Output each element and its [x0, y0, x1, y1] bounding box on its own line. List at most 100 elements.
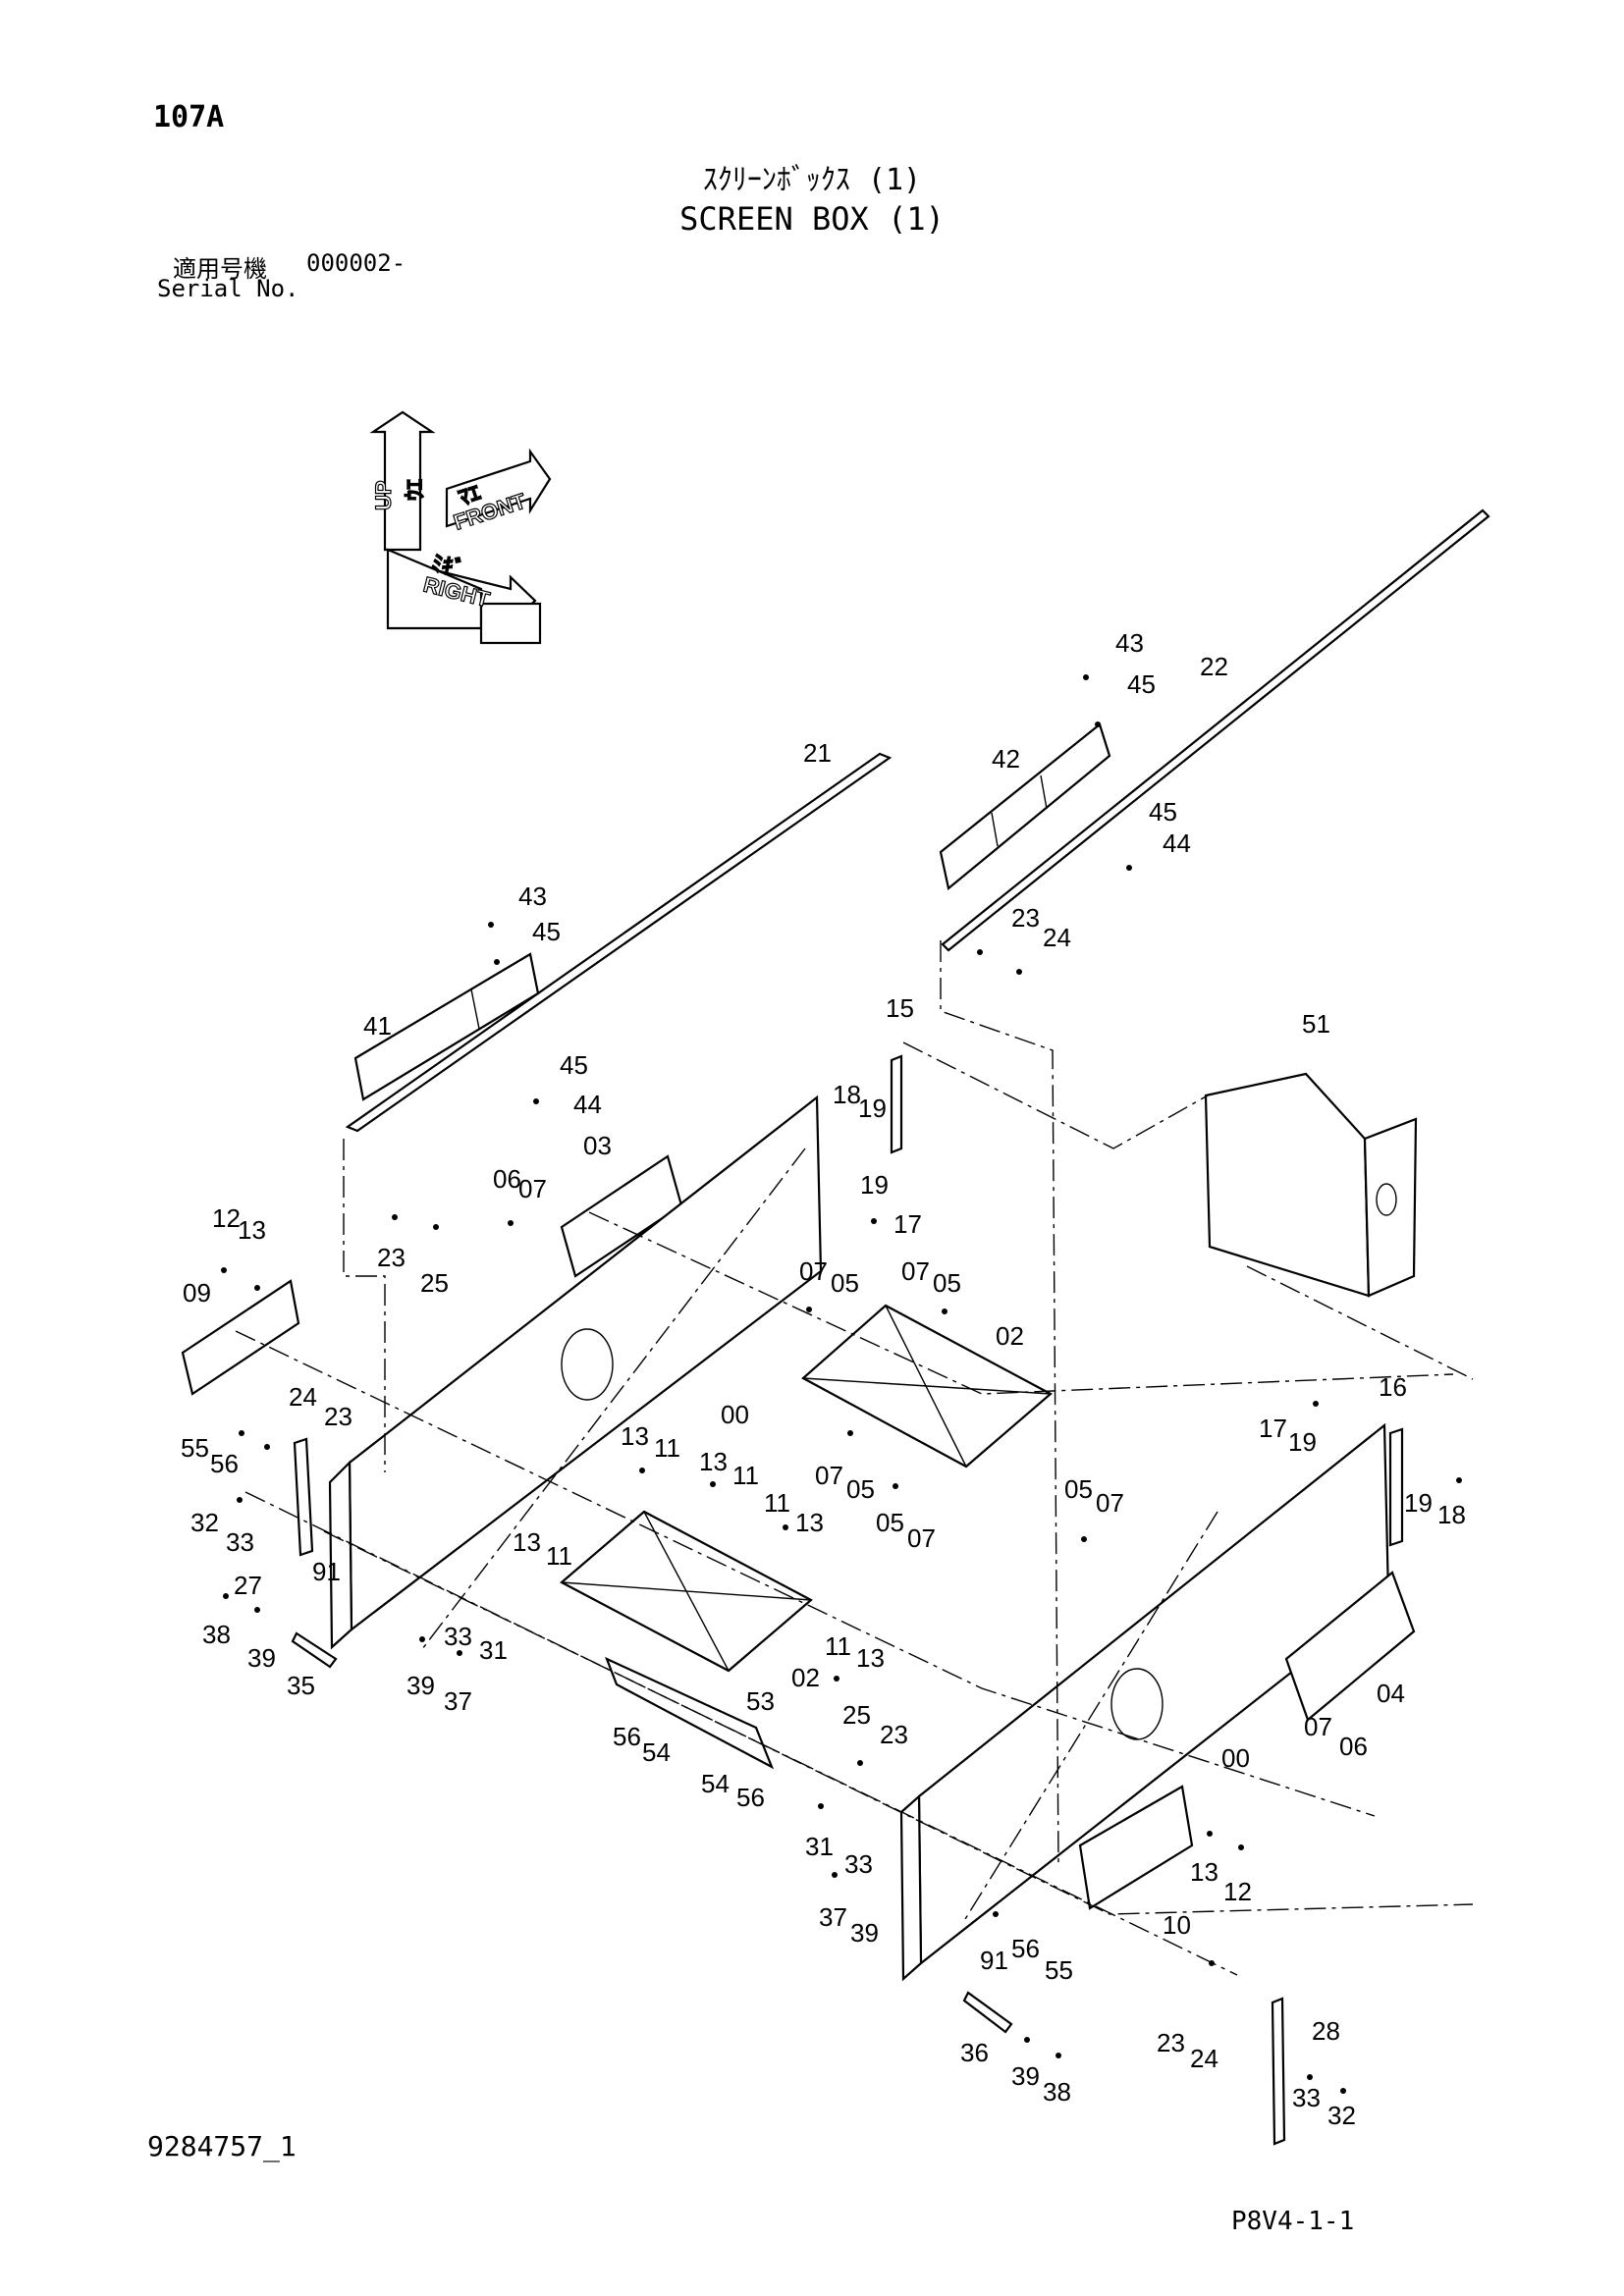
- callout: 13: [621, 1421, 649, 1451]
- callout: 54: [642, 1737, 671, 1767]
- callout: 05: [933, 1268, 961, 1298]
- callout: 05: [846, 1474, 875, 1504]
- callout: 07: [907, 1523, 936, 1553]
- callout: 11: [732, 1461, 759, 1490]
- box-51: [1204, 1072, 1418, 1298]
- callout: 02: [996, 1321, 1024, 1351]
- callout: 25: [420, 1268, 449, 1298]
- callout: 19: [1404, 1488, 1433, 1518]
- bracket-10: [1078, 1785, 1194, 1910]
- callout: 19: [860, 1170, 889, 1200]
- sheet-code: P8V4-1-1: [1231, 2207, 1355, 2236]
- callout: 11: [546, 1541, 572, 1571]
- callout: 23: [880, 1720, 908, 1749]
- callout: 19: [858, 1094, 887, 1123]
- callout: 17: [1259, 1414, 1287, 1443]
- callout: 43: [518, 881, 547, 911]
- callout: 11: [825, 1631, 851, 1661]
- callout: 45: [560, 1050, 588, 1080]
- callout: 33: [1292, 2083, 1321, 2112]
- callout: 37: [819, 1902, 847, 1932]
- callout: 09: [183, 1278, 211, 1308]
- callout: 55: [181, 1433, 209, 1463]
- callout: 06: [1339, 1732, 1368, 1761]
- callout: 05: [1064, 1474, 1093, 1504]
- callout: 45: [532, 917, 561, 946]
- callout: 24: [289, 1382, 317, 1412]
- callout: 33: [226, 1527, 254, 1557]
- callout: 18: [1437, 1500, 1466, 1529]
- small-bracket-35: [291, 1631, 338, 1669]
- callout: 27: [234, 1571, 262, 1600]
- upright-27: [293, 1437, 314, 1557]
- callout: 12: [212, 1203, 241, 1233]
- callout: 55: [1045, 1955, 1073, 1985]
- callout: 13: [699, 1447, 728, 1476]
- callout: 15: [886, 993, 914, 1023]
- callout: 13: [795, 1508, 824, 1537]
- callout: 36: [960, 2038, 989, 2067]
- callout: 54: [701, 1769, 730, 1798]
- callout: 21: [803, 738, 832, 768]
- up-jp-label: ｳｴ: [403, 479, 427, 501]
- upright-15: [890, 1054, 903, 1154]
- callout: 45: [1127, 669, 1156, 699]
- callout: 42: [992, 744, 1020, 774]
- callout: 11: [654, 1433, 680, 1463]
- callout: 33: [444, 1622, 472, 1651]
- up-label: UP: [371, 480, 396, 510]
- callout: 13: [856, 1643, 885, 1673]
- callout: 13: [1190, 1857, 1218, 1887]
- assembly-lines: [235, 940, 1474, 1976]
- callout: 24: [1190, 2044, 1218, 2073]
- callout: 39: [406, 1671, 435, 1700]
- callout: 13: [513, 1527, 541, 1557]
- callout: 37: [444, 1686, 472, 1716]
- drawing-number: 9284757_1: [147, 2130, 297, 2163]
- callout: 10: [1163, 1910, 1191, 1940]
- page-code: 107A: [153, 100, 225, 134]
- orientation-indicator: UP ｳｴ FRONT ﾏｴ RIGHT ﾐｷﾞ: [369, 410, 552, 645]
- upright-16: [1388, 1427, 1404, 1547]
- callout: 56: [613, 1722, 641, 1751]
- callout: 03: [583, 1131, 612, 1160]
- callout: 31: [805, 1832, 834, 1861]
- callout: 38: [1043, 2077, 1071, 2107]
- callout: 17: [893, 1209, 922, 1239]
- callout: 25: [842, 1700, 871, 1730]
- callout: 05: [831, 1268, 859, 1298]
- callout: 22: [1200, 652, 1228, 681]
- callout: 91: [312, 1557, 341, 1586]
- callout: 11: [764, 1488, 790, 1518]
- callout: 02: [791, 1663, 820, 1692]
- callout: 00: [1221, 1743, 1250, 1773]
- rail-21: [345, 752, 893, 1133]
- callout: 45: [1149, 797, 1177, 827]
- cross-member-02-lower: [560, 1510, 813, 1673]
- callout: 39: [247, 1643, 276, 1673]
- small-bracket-36: [962, 1991, 1013, 2034]
- callout: 12: [1223, 1877, 1252, 1906]
- callout: 39: [850, 1918, 879, 1948]
- callout: 07: [815, 1461, 843, 1490]
- serial-label-english: Serial No.: [157, 275, 299, 302]
- cross-member-02-upper: [801, 1304, 1053, 1468]
- rail-22: [941, 508, 1490, 952]
- callout: 18: [833, 1080, 861, 1109]
- callout: 28: [1312, 2016, 1340, 2046]
- beam-53: [605, 1656, 775, 1770]
- callout: 24: [1043, 923, 1071, 952]
- plate-09: [181, 1279, 300, 1396]
- callout: 19: [1288, 1427, 1317, 1457]
- callout: 31: [479, 1635, 508, 1665]
- callout: 23: [1157, 2028, 1185, 2057]
- callout: 23: [324, 1402, 352, 1431]
- bracket-04: [1284, 1571, 1416, 1722]
- callout: 38: [202, 1620, 231, 1649]
- title-english: SCREEN BOX (1): [679, 200, 945, 238]
- serial-label-japanese: 適用号機: [173, 255, 267, 283]
- fastener-dots: [221, 674, 1462, 2094]
- callout: 56: [210, 1449, 239, 1478]
- callout: 51: [1302, 1009, 1330, 1039]
- callout: 07: [518, 1174, 547, 1203]
